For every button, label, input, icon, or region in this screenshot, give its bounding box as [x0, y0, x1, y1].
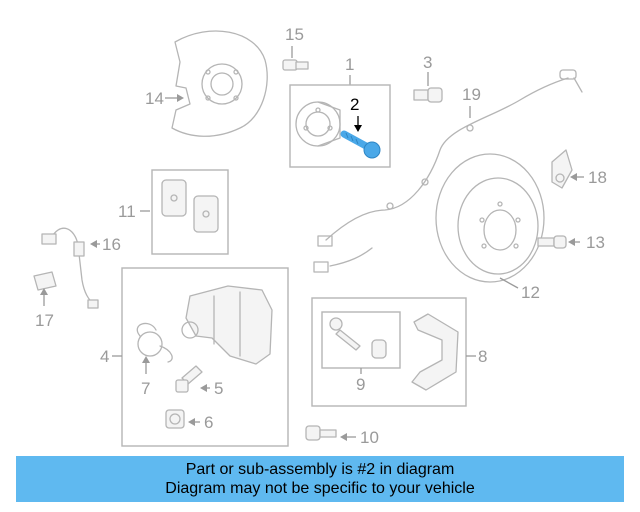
part-17-clip[interactable] [33, 271, 57, 291]
part-18-sensor[interactable] [551, 149, 573, 189]
part-19-abs-cable[interactable] [313, 69, 583, 273]
part-11-box [151, 169, 229, 255]
arrow-14 [177, 94, 184, 102]
arrow-7 [142, 356, 150, 363]
callout-6: 6 [204, 413, 213, 432]
part-2-bolt[interactable] [340, 130, 381, 159]
part-11-brake-pads[interactable] [161, 179, 219, 233]
part-7-seal[interactable] [136, 322, 173, 363]
callout-16: 16 [102, 235, 121, 254]
callout-17: 17 [35, 311, 54, 330]
part-13-bolt[interactable] [537, 235, 567, 249]
callout-12: 12 [521, 283, 540, 302]
arrow-18 [570, 173, 577, 181]
part-4-box [121, 267, 289, 447]
part-1-box [289, 84, 391, 168]
callout-8: 8 [478, 347, 487, 366]
part-1-wheel-hub[interactable] [295, 101, 341, 147]
part-16-brake-hose[interactable] [41, 227, 99, 309]
part-3-bolt[interactable] [413, 87, 443, 103]
callout-1: 1 [345, 55, 354, 74]
arrow-13 [568, 238, 575, 246]
part-5-bleeder[interactable] [175, 365, 203, 393]
part-4-caliper[interactable] [181, 285, 273, 365]
part-10-bolt[interactable] [305, 425, 337, 441]
part-9-guide-pin-kit[interactable] [329, 317, 387, 359]
arrow-10 [340, 433, 347, 441]
part-14-splash-shield[interactable] [171, 30, 268, 137]
arrow-5 [200, 384, 207, 392]
banner-line-1: Part or sub-assembly is #2 in diagram [185, 461, 455, 478]
parts-diagram: 14 15 1 2 3 19 [33, 25, 607, 447]
leader-12 [499, 277, 519, 289]
callout-13: 13 [586, 233, 605, 252]
callout-3: 3 [423, 53, 432, 72]
callout-10: 10 [360, 428, 379, 447]
arrow-17 [40, 288, 48, 295]
callout-15: 15 [285, 25, 304, 44]
callout-18: 18 [588, 168, 607, 187]
callout-7: 7 [141, 379, 150, 398]
part-15-bolt[interactable] [282, 59, 309, 71]
banner-line-2: Diagram may not be specific to your vehi… [165, 480, 475, 497]
arrow-2 [354, 125, 362, 132]
info-banner: Part or sub-assembly is #2 in diagram Di… [16, 456, 624, 502]
callout-11: 11 [118, 202, 136, 221]
callout-9: 9 [356, 375, 365, 394]
part-8-caliper-bracket[interactable] [411, 313, 459, 391]
callout-14: 14 [145, 89, 164, 108]
part-12-brake-rotor[interactable] [435, 153, 545, 283]
part-6-cap[interactable] [165, 409, 185, 429]
callout-5: 5 [214, 379, 223, 398]
arrow-16 [90, 240, 97, 248]
callout-2: 2 [350, 95, 359, 114]
callout-4: 4 [100, 347, 109, 366]
callout-19: 19 [462, 85, 481, 104]
part-8-box [311, 297, 467, 407]
arrow-6 [188, 418, 195, 426]
